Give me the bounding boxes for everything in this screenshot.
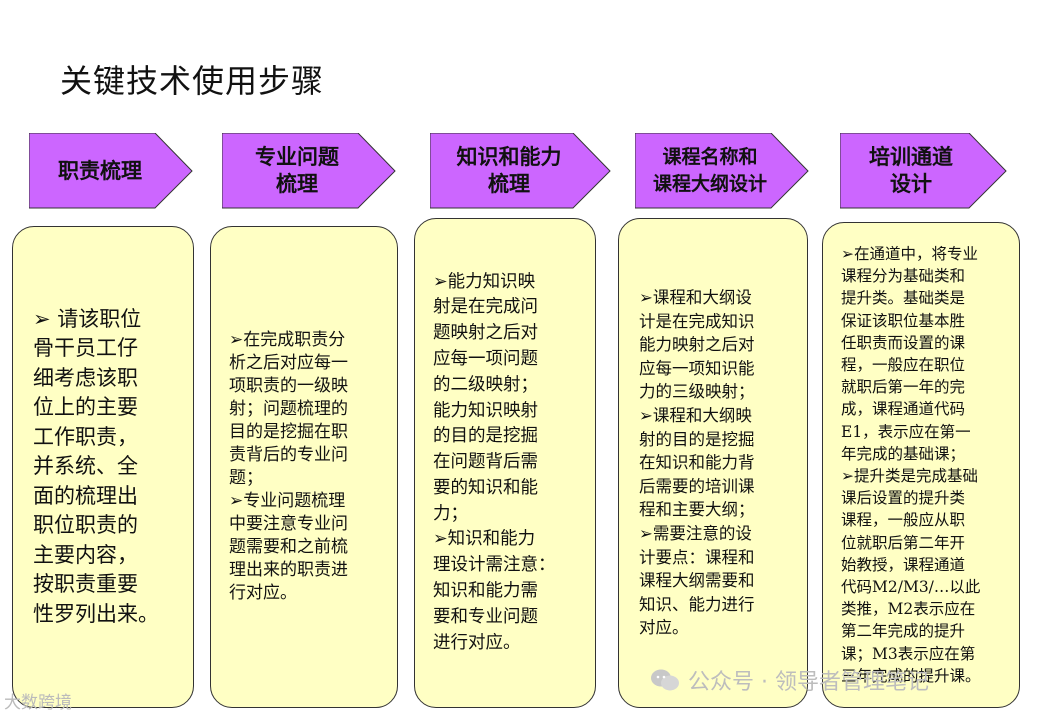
watermark-right-text: 公众号 · 领导者管理笔记	[688, 670, 929, 695]
step-card-2: ➢在完成职责分 析之后对应每一 项职责的一级映 射；问题梳理的 目的是挖掘在职 …	[210, 226, 398, 708]
step-card-4: ➢课程和大纲设 计是在完成知识 能力映射之后对 应每一项知识能 力的三级映射； …	[618, 218, 808, 708]
step-arrow-4: 课程名称和 课程大纲设计	[635, 133, 810, 209]
page-title: 关键技术使用步骤	[60, 62, 325, 100]
card-text: ➢能力知识映 射是在完成问 题映射之后对 应每一项问题 的二级映射； 能力知识映…	[433, 271, 556, 653]
card-text: ➢在通道中，将专业 课程分为基础类和 提升类。基础类是 保证该职位基本胜 任职责…	[841, 244, 981, 685]
step-label: 知识和能力 梳理	[456, 145, 562, 196]
step-label: 职责梳理	[58, 158, 142, 183]
arrow-shape	[840, 133, 1007, 209]
wechat-icon	[651, 669, 679, 691]
card-text: ➢在完成职责分 析之后对应每一 项职责的一级映 射；问题梳理的 目的是挖掘在职 …	[229, 330, 348, 603]
arrow-shape	[635, 133, 809, 209]
step-arrow-3: 知识和能力 梳理	[430, 133, 612, 209]
watermark-right: 公众号 · 领导者管理笔记	[650, 664, 929, 696]
step-card-1: ➢ 请该职位 骨干员工仔 细考虑该职 位上的主要 工作职责， 并系统、全 面的梳…	[12, 226, 194, 708]
watermark-left: 大数跨境	[4, 688, 72, 713]
step-arrow-5: 培训通道 设计	[840, 133, 1008, 209]
step-label: 课程名称和 课程大纲设计	[652, 146, 767, 195]
step-card-5: ➢在通道中，将专业 课程分为基础类和 提升类。基础类是 保证该职位基本胜 任职责…	[822, 222, 1020, 708]
step-label: 培训通道 设计	[869, 145, 953, 196]
card-text: ➢ 请该职位 骨干员工仔 细考虑该职 位上的主要 工作职责， 并系统、全 面的梳…	[33, 306, 159, 626]
step-label: 专业问题 梳理	[255, 145, 339, 196]
arrow-shape	[430, 133, 611, 209]
step-arrow-2: 专业问题 梳理	[222, 133, 397, 209]
arrow-shape	[29, 133, 193, 209]
step-card-3: ➢能力知识映 射是在完成问 题映射之后对 应每一项问题 的二级映射； 能力知识映…	[414, 218, 596, 708]
watermark-left-text: 大数跨境	[4, 693, 72, 713]
step-arrow-1: 职责梳理	[29, 133, 194, 209]
arrow-shape	[222, 133, 396, 209]
card-text: ➢课程和大纲设 计是在完成知识 能力映射之后对 应每一项知识能 力的三级映射； …	[639, 288, 755, 638]
